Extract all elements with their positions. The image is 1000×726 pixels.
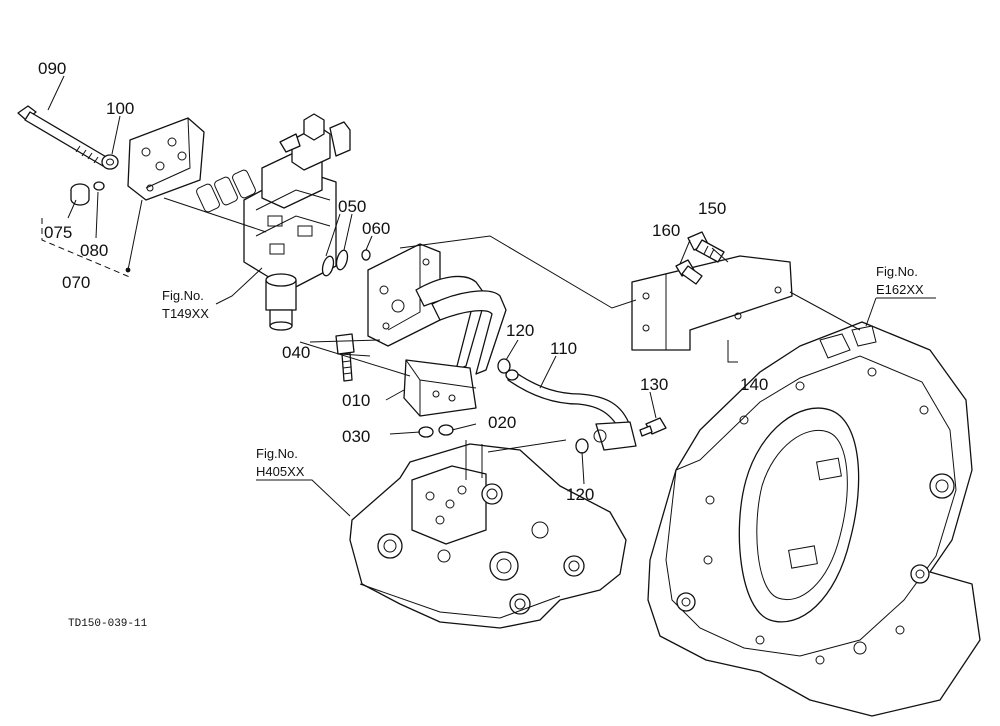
label-075: 075 [44,223,72,242]
pipe-assembly [415,275,507,375]
label-110: 110 [550,339,577,358]
label-140: 140 [740,375,768,394]
label-030: 030 [342,427,370,446]
figure-ref-e162-line1: Fig.No. [876,264,918,279]
label-160: 160 [652,221,680,240]
plate-070 [127,117,205,201]
figure-ref-t149-line1: Fig.No. [162,288,204,303]
label-090: 090 [38,59,66,78]
group-bracket-070 [41,218,133,279]
plug-075 [70,183,90,206]
label-010: 010 [342,391,370,410]
figure-ref-t149: Fig.No. T149XX [162,288,209,321]
oring-020 [438,424,454,436]
label-050: 050 [338,197,366,216]
figure-ref-t149-line2: T149XX [162,306,209,321]
leader-lines [47,75,936,517]
bolt-040 [335,333,355,382]
label-020: 020 [488,413,516,432]
label-120-lower: 120 [566,485,594,504]
block-010 [403,359,477,417]
drawing-code: TD150-039-11 [68,618,148,630]
bracket-140 [631,255,793,351]
oring-120-lower [575,438,589,454]
callout-labels: 090 100 075 080 070 050 060 160 150 120 … [38,59,768,504]
label-150: 150 [698,199,726,218]
oring-050 [321,249,349,277]
oring-060 [361,249,371,261]
label-100: 100 [106,99,134,118]
figure-ref-e162: Fig.No. E162XX [876,264,924,297]
bolt-150 [687,231,725,263]
figure-ref-h405: Fig.No. H405XX [256,446,305,479]
washer-100 [101,154,119,170]
valve-gaskets [196,169,256,213]
oring-120-upper [497,358,511,374]
figure-ref-e162-line2: E162XX [876,282,924,297]
oring-030 [418,426,434,438]
label-040: 040 [282,343,310,362]
pipe-110 [505,369,637,451]
label-080: 080 [80,241,108,260]
label-070: 070 [62,273,90,292]
housing-h405 [349,443,627,629]
oring-080 [93,181,105,191]
case-e162 [647,321,981,717]
label-060: 060 [362,219,390,238]
label-130: 130 [640,375,668,394]
bolt-130 [639,417,667,437]
control-valve [243,113,351,331]
label-120-upper: 120 [506,321,534,340]
figure-ref-h405-line1: Fig.No. [256,446,298,461]
figure-ref-h405-line2: H405XX [256,464,305,479]
bolt-090 [17,105,109,167]
